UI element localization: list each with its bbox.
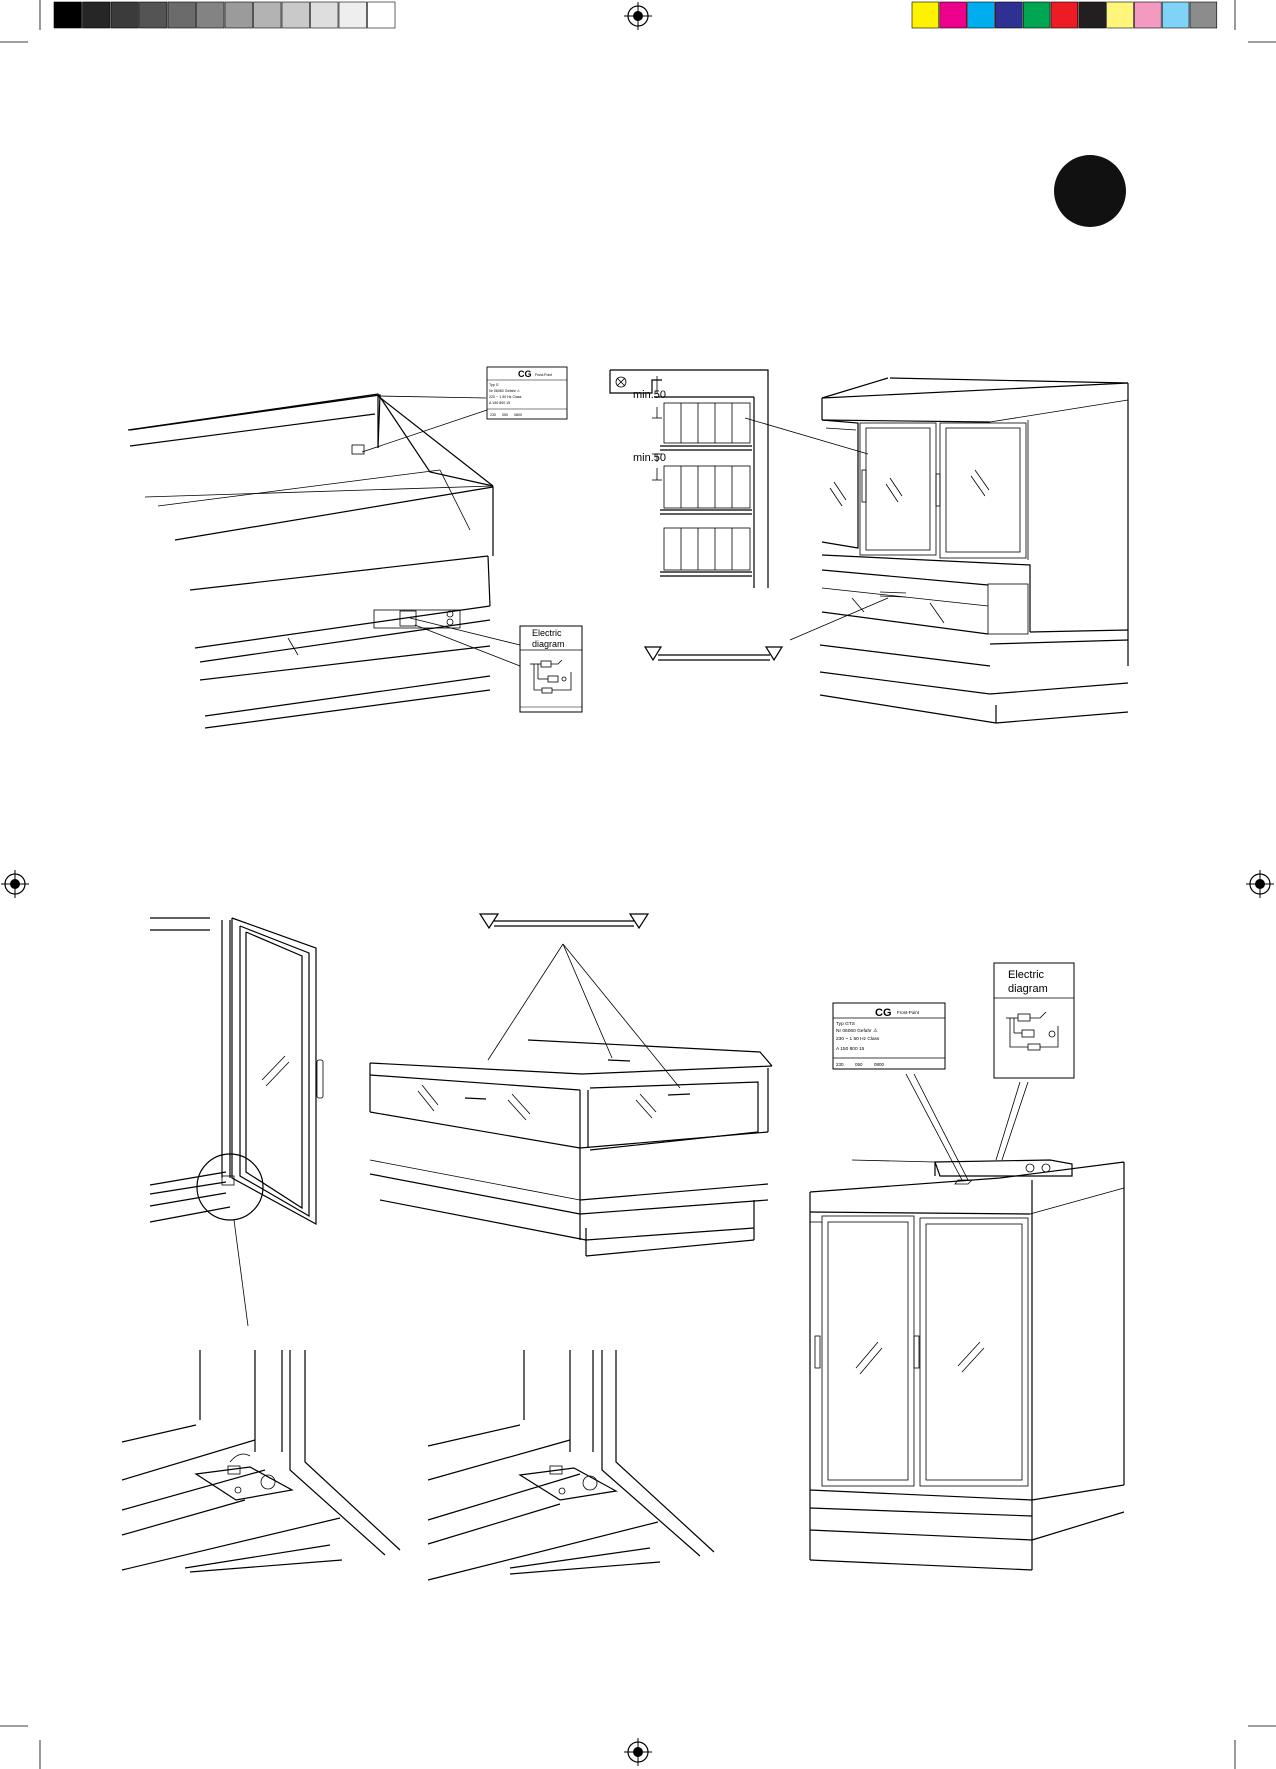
color-swatch (1190, 2, 1217, 28)
color-swatch (1079, 2, 1106, 28)
registration-mark-bottom (624, 1738, 652, 1766)
registration-mark-left (1, 870, 29, 898)
rating-plate-row: 220 ~ 1 50 Hz Class (489, 395, 522, 399)
color-swatch (111, 2, 139, 28)
spirit-level-icon-bottom (480, 914, 680, 1088)
rating-plate-footer-value: 0800 (514, 413, 522, 417)
rating-plate-footer-value: 050 (502, 413, 508, 417)
color-swatch (1107, 2, 1134, 28)
rating-plate-top-left: CG Frost-Point Typ G Nr 06060 Gefahr ⚠ 2… (487, 367, 567, 419)
color-swatch (54, 2, 82, 28)
rating-plate-maker: Frost-Point (535, 373, 552, 377)
rating-plate-footer-value: 0800 (874, 1062, 885, 1067)
color-swatch (83, 2, 111, 28)
clearance-label: min.50 (633, 389, 666, 401)
rating-plate-row: A 150 800 15 (489, 401, 510, 405)
color-swatch (368, 2, 396, 28)
rating-plate-footer-value: 230 (490, 413, 496, 417)
color-swatch (912, 2, 939, 28)
grayscale-calibration-bar (54, 2, 395, 28)
color-swatch (339, 2, 367, 28)
rating-plate-bottom-right: CG Frost-Point Typ GTS Nr 06060 Gefahr ⚠… (833, 1003, 945, 1069)
shelf-clearance-section (610, 370, 768, 588)
glass-lid-freezer-drawing (370, 1040, 772, 1256)
color-swatch (254, 2, 282, 28)
open-display-case-drawing (128, 394, 520, 728)
rating-plate-brand: CG (518, 369, 532, 379)
step-badge (1054, 155, 1126, 227)
rating-plate-row: Typ GTS (836, 1021, 855, 1027)
door-latch-closeup-right (428, 1350, 714, 1580)
rating-plate-row: Nr 06060 Gefahr ⚠ (836, 1028, 878, 1034)
color-swatch (1134, 2, 1161, 28)
color-swatch (1162, 2, 1189, 28)
registration-mark-top (624, 2, 652, 30)
rating-plate-row: Nr 06060 Gefahr ⚠ (489, 389, 521, 393)
color-swatch (1023, 2, 1050, 28)
registration-mark-right (1246, 870, 1274, 898)
rating-plate-row: Typ G (489, 383, 499, 387)
door-latch-closeup-left (122, 1350, 400, 1572)
color-swatch (1051, 2, 1078, 28)
open-door-detail-drawing (150, 918, 323, 1326)
glass-door-cabinet-top-right (745, 378, 1128, 723)
color-swatch (282, 2, 310, 28)
rating-plate-footer-value: 230 (836, 1062, 844, 1067)
color-swatch (225, 2, 253, 28)
rating-plate-row: A 150 800 15 (836, 1046, 865, 1052)
two-door-cabinet-drawing (810, 1074, 1124, 1570)
color-swatch (940, 2, 967, 28)
spirit-level-icon (645, 647, 782, 660)
color-swatch (968, 2, 995, 28)
color-swatch (197, 2, 225, 28)
color-calibration-bar (912, 2, 1217, 28)
color-swatch (995, 2, 1022, 28)
color-swatch (311, 2, 339, 28)
rating-plate-row: 230 ~ 1 50 Hz Class (836, 1036, 880, 1042)
rating-plate-maker: Frost-Point (897, 1010, 920, 1015)
color-swatch (168, 2, 196, 28)
rating-plate-brand: CG (875, 1007, 892, 1019)
color-swatch (140, 2, 168, 28)
rating-plate-footer-value: 050 (855, 1062, 863, 1067)
clearance-label: min.50 (633, 452, 666, 464)
